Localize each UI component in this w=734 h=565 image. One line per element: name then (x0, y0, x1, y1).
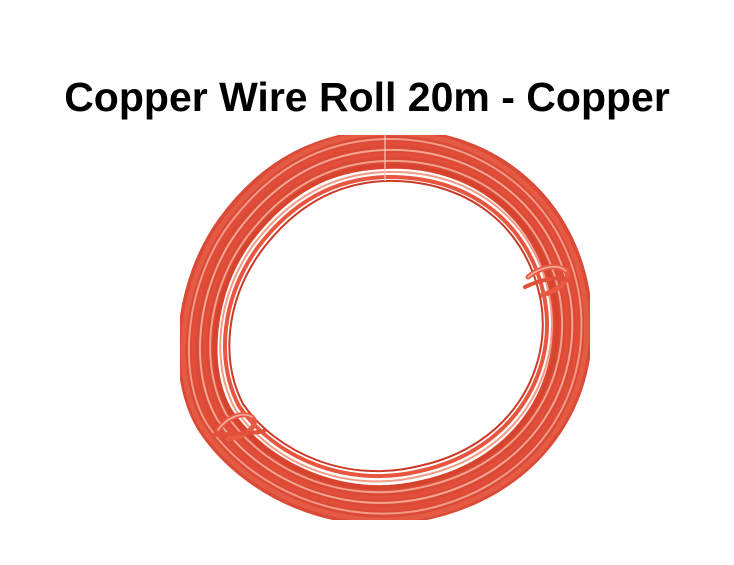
copper-wire-coil-image (177, 128, 593, 526)
wire-coil-icon (177, 128, 593, 526)
product-title: Copper Wire Roll 20m - Copper (64, 74, 670, 121)
